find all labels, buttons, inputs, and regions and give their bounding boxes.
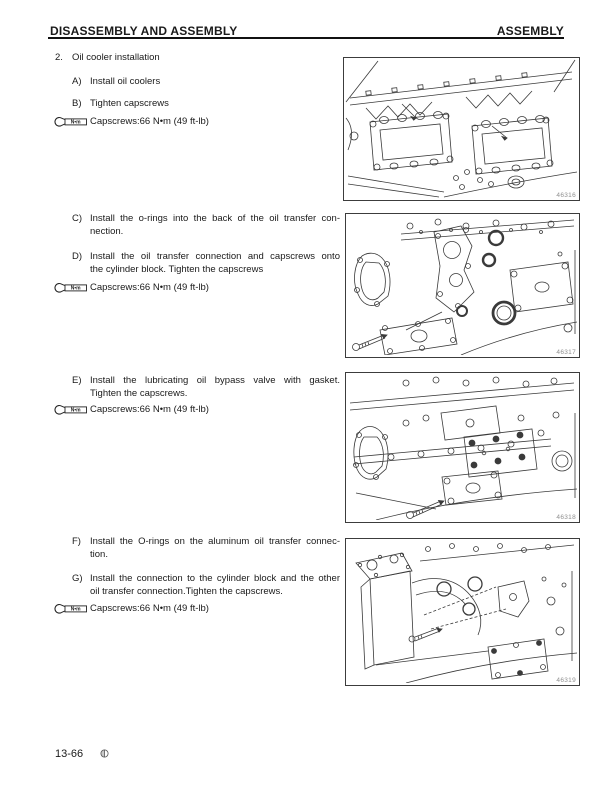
step-b: B) Tighten capscrews [72, 98, 340, 111]
step-text: Install oil coolers [90, 76, 161, 87]
step-c: C) Install the o-rings into the back of … [72, 213, 340, 238]
section-title: Oil cooler installation [72, 52, 160, 63]
step-label: D) [72, 251, 83, 262]
figure-number: 46317 [556, 349, 576, 356]
header-rule [48, 37, 564, 39]
step-label: C) [72, 213, 83, 224]
step-text: Install the connection to the cylinder b… [90, 573, 340, 597]
step-g: G) Install the connection to the cylinde… [72, 573, 340, 598]
section-heading: 2. Oil cooler installation [55, 52, 160, 63]
torque-spec-row: N•m Capscrews:66 N•m (49 ft-lb) [52, 115, 209, 129]
step-f: F) Install the O-rings on the aluminum o… [72, 536, 340, 561]
figure-oil-transfer-connection: 46317 [345, 213, 580, 358]
torque-wrench-icon: N•m [54, 604, 87, 614]
torque-spec-text: Capscrews:66 N•m (49 ft-lb) [90, 603, 209, 614]
step-text: Install the lubricating oil bypass valve… [90, 375, 340, 399]
torque-wrench-icon: N•m [54, 405, 87, 415]
engine-line-art [355, 543, 577, 683]
torque-unit-label: N•m [71, 408, 81, 414]
torque-spec-row: N•m Capscrews:66 N•m (49 ft-lb) [52, 403, 209, 417]
torque-spec-row: N•m Capscrews:66 N•m (49 ft-lb) [52, 281, 209, 295]
engine-line-art [349, 376, 577, 520]
engine-line-art [352, 218, 577, 355]
figure-bypass-valve: 46318 [345, 372, 580, 523]
step-label: F) [72, 536, 81, 547]
figure-oil-coolers: 46316 [343, 57, 580, 201]
step-label: G) [72, 573, 83, 584]
torque-unit-label: N•m [71, 286, 81, 292]
step-text: Install the O-rings on the aluminum oil … [90, 536, 340, 560]
step-label: B) [72, 98, 82, 109]
torque-wrench-icon: N•m [54, 117, 87, 127]
step-e: E) Install the lubricating oil bypass va… [72, 375, 340, 400]
section-number: 2. [55, 52, 63, 63]
torque-spec-text: Capscrews:66 N•m (49 ft-lb) [90, 116, 209, 127]
figure-number: 46316 [556, 192, 576, 199]
step-d: D) Install the oil transfer connection a… [72, 251, 340, 276]
page-footer: 13-66 [55, 748, 109, 760]
torque-spec-row: N•m Capscrews:66 N•m (49 ft-lb) [52, 602, 209, 616]
step-label: E) [72, 375, 82, 386]
torque-unit-label: N•m [71, 120, 81, 126]
torque-spec-text: Capscrews:66 N•m (49 ft-lb) [90, 404, 209, 415]
step-label: A) [72, 76, 82, 87]
torque-unit-label: N•m [71, 607, 81, 613]
torque-spec-text: Capscrews:66 N•m (49 ft-lb) [90, 282, 209, 293]
engine-line-art [345, 59, 577, 198]
page-number: 13-66 [55, 748, 84, 760]
step-text: Install the o-rings into the back of the… [90, 213, 340, 237]
torque-wrench-icon: N•m [54, 283, 87, 293]
figure-number: 46319 [556, 677, 576, 684]
figure-number: 46318 [556, 514, 576, 521]
step-text: Tighten capscrews [90, 98, 169, 109]
step-a: A) Install oil coolers [72, 76, 340, 89]
header-left-title: DISASSEMBLY AND ASSEMBLY [50, 24, 238, 38]
step-text: Install the oil transfer connection and … [90, 251, 340, 275]
header-right-title: ASSEMBLY [496, 24, 564, 38]
figure-aluminum-connection: 46319 [345, 538, 580, 686]
print-mark-icon [100, 749, 109, 758]
